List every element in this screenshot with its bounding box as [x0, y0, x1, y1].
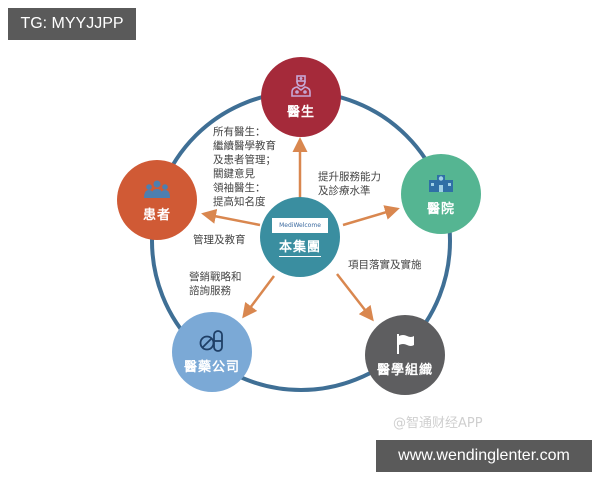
top-tag: TG: MYYJJPP — [8, 8, 136, 40]
hospital-icon — [428, 171, 454, 195]
caption-doctor: 所有醫生： 繼續醫學教育 及患者管理； 關鍵意見 領袖醫生： 提高知名度 — [213, 126, 276, 208]
doctor-icon — [288, 74, 314, 98]
company-logo: MediWelcome — [272, 217, 328, 233]
pill-icon — [199, 329, 225, 353]
node-hospital: 醫院 — [401, 154, 481, 234]
arrow-to-medical-org — [336, 273, 374, 322]
watermark: @智通财经APP — [393, 416, 483, 431]
caption-patient: 管理及教育 — [193, 234, 246, 246]
bottom-tag: www.wendinglenter.com — [376, 440, 592, 472]
node-label: 患者 — [142, 208, 171, 223]
caption-hospital: 提升服務能力 及診療水準 — [318, 171, 381, 197]
node-center-group: MediWelcome 本集團 — [260, 197, 340, 277]
node-patient: 患者 — [117, 160, 197, 240]
node-label: 醫生 — [286, 105, 315, 120]
people-icon — [144, 177, 170, 201]
caption-pharma: 營銷戰略和 諮詢服務 — [189, 271, 242, 297]
node-doctor: 醫生 — [261, 57, 341, 137]
node-pharma: 醫藥公司 — [172, 312, 252, 392]
center-label: 本集團 — [278, 236, 321, 257]
node-label: 醫學組織 — [376, 363, 433, 378]
arrow-to-hospital — [342, 205, 400, 227]
node-label: 醫藥公司 — [183, 360, 240, 375]
arrow-to-patient — [201, 208, 261, 227]
node-label: 醫院 — [426, 202, 455, 217]
caption-medical-org: 項目落實及實施 — [348, 259, 422, 271]
node-medical-org: 醫學組織 — [365, 315, 445, 395]
arrow-to-pharma — [242, 275, 275, 319]
flag-icon — [392, 332, 418, 356]
